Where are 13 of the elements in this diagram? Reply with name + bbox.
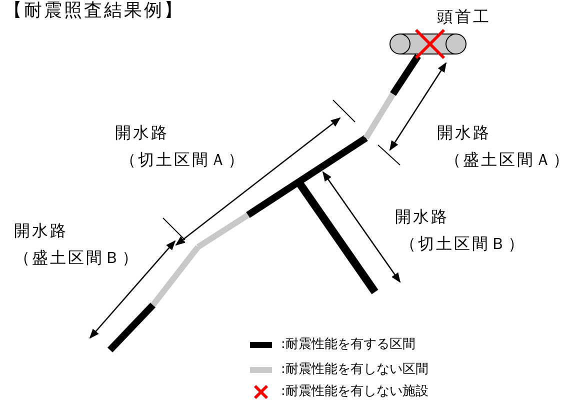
legend-text: :耐震性能を有する区間 xyxy=(281,337,416,353)
title: 【耐震照査結果例】 xyxy=(4,0,184,22)
facility-label: 頭首工 xyxy=(437,7,491,27)
section-label: 開水路 xyxy=(395,207,449,227)
section-label: （盛土区間Ａ） xyxy=(445,150,571,170)
section-label: 開水路 xyxy=(115,123,169,143)
section-label: 開水路 xyxy=(437,123,491,143)
section-label: 開水路 xyxy=(14,221,68,241)
section-label: （盛土区間Ｂ） xyxy=(14,248,140,268)
legend-text: :耐震性能を有しない施設 xyxy=(281,384,428,400)
section-label: （切土区間Ａ） xyxy=(120,150,246,170)
legend-text: :耐震性能を有しない区間 xyxy=(281,362,428,378)
section-label: （切土区間Ｂ） xyxy=(400,234,526,254)
